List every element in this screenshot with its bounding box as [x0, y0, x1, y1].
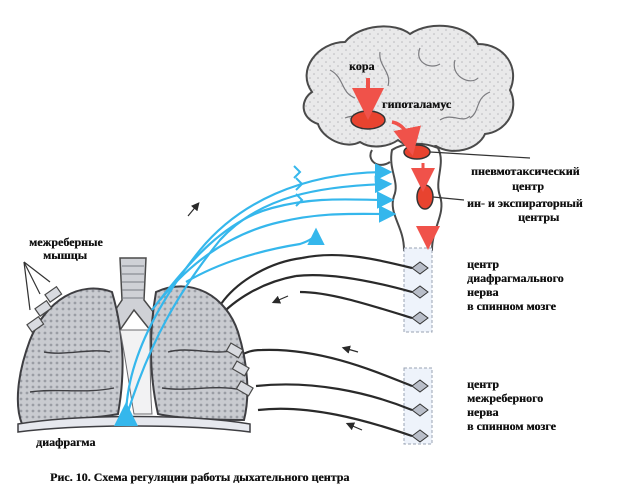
hypothalamus-center: [350, 110, 386, 130]
figure-caption: Рис. 10. Схема регуляции работы дыхатель…: [50, 470, 350, 484]
label-pneumotaxic-line1: пневмотаксический: [471, 164, 580, 178]
label-pneumotaxic-line2: центр: [512, 179, 544, 193]
label-phrenic-line3: нерва: [467, 285, 499, 299]
label-hypothalamus: гипоталамус: [382, 97, 452, 111]
label-intercostal-line3: нерва: [467, 405, 499, 419]
label-cortex: кора: [349, 59, 375, 73]
left-lung: [16, 287, 124, 426]
intercostal-muscles: [26, 285, 254, 397]
label-phrenic-line2: диафрагмального: [467, 271, 564, 285]
label-intercostal-line1: центр: [467, 377, 499, 391]
label-inexp-line2: центры: [518, 210, 560, 224]
pneumotaxic-center: [403, 144, 431, 160]
lungs: [16, 257, 254, 433]
label-intercostal-line4: в спинном мозге: [467, 419, 556, 433]
label-phrenic-line1: центр: [467, 257, 499, 271]
phrenic-neurons: [411, 261, 429, 325]
intercostal-neurons: [411, 379, 429, 443]
label-intercostal-line2: межреберного: [467, 391, 544, 405]
afferent-fibers: [124, 163, 397, 419]
hypothalamus-to-pneumotaxic-arrow: [391, 120, 421, 156]
label-phrenic-line4: в спинном мозге: [467, 299, 556, 313]
inspiratory-expiratory-center: [416, 184, 434, 210]
intercostal-nerve-fibers: [239, 348, 413, 438]
right-lung: [149, 285, 249, 422]
label-intercostal-muscles-line2: мышцы: [43, 248, 87, 262]
label-intercostal-muscles-line1: межреберные: [29, 235, 103, 249]
label-inexp-line1: ин- и экспираторный: [467, 196, 583, 210]
brain: [302, 24, 515, 152]
label-diaphragm: диафрагма: [36, 435, 96, 449]
